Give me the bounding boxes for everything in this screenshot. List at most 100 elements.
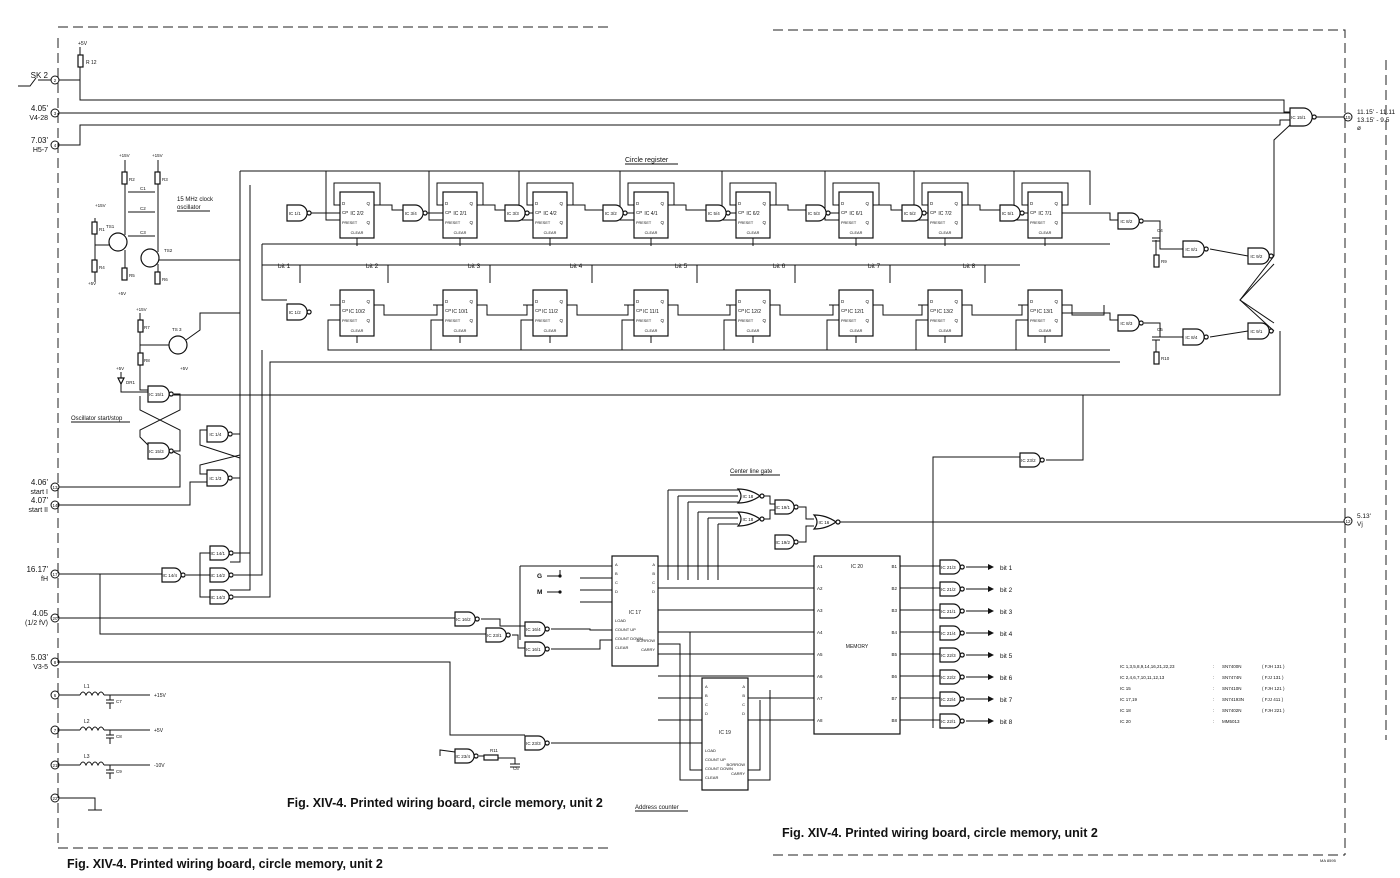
connector-pin-number: 7: [54, 728, 57, 733]
flipflop-pin-label: Q: [660, 299, 664, 304]
counter-pin-label: COUNT UP: [705, 757, 726, 762]
flipflop-pin-label: PRESET: [738, 221, 754, 225]
gate-ic18-a: IC 18: [736, 488, 765, 504]
gate-label: IC 3/4: [405, 211, 418, 216]
flipflop-pin-label: D: [930, 201, 934, 206]
wire: [547, 570, 561, 577]
bit-output-label: bit 8: [1000, 719, 1013, 726]
flipflop-pin-label: CLEAR: [454, 231, 467, 235]
flipflop-body: [927, 289, 963, 337]
ic-table-type: SN7402N: [1222, 708, 1242, 713]
junction-dot: [558, 590, 562, 594]
flipflop-pin-label: IC 10/1: [452, 309, 468, 315]
figure-caption-bottom-left: Fig. XIV-4. Printed wiring board, circle…: [67, 857, 383, 871]
gate-top: IC 5/4: [705, 204, 731, 222]
connector-pin-number: 14: [52, 503, 58, 508]
wire: [799, 506, 814, 520]
flipflop-pin-label: PRESET: [930, 319, 946, 323]
gate-label: IC 23/2: [1021, 458, 1036, 463]
gate-bubble: [1203, 334, 1209, 340]
flipflop-pin-label: D: [535, 201, 539, 206]
flipflop-body: [633, 191, 669, 239]
diode-label: DR1: [126, 380, 135, 385]
flipflop-pin-label: PRESET: [1030, 221, 1046, 225]
flipflop-body: [442, 289, 478, 337]
flipflop-pin-label: Q: [1054, 220, 1058, 225]
ic-table-code: ( FJH 121 ): [1262, 686, 1285, 691]
wire: [170, 331, 1281, 396]
memory-data-pin: B2: [891, 586, 897, 591]
gate-ic9-1: IC 9/1: [1247, 322, 1274, 340]
wire: [59, 119, 1290, 146]
flipflop-pin-label: CP: [636, 308, 642, 313]
rail-label: +5V: [78, 41, 88, 47]
connector-pin: [50, 140, 60, 150]
memory-addr-pin: A8: [817, 718, 823, 723]
wire: [873, 304, 923, 316]
section-label-osc-start-stop: Oscillator start/stop: [71, 416, 123, 422]
gate-bubble: [1203, 246, 1209, 252]
connector-sublabel: H5-7: [33, 147, 48, 154]
gate-top: IC 5/2: [901, 204, 927, 222]
flipflop-pin-label: Q: [366, 220, 370, 225]
inductor: [79, 691, 105, 697]
resistor-label: R11: [490, 748, 498, 753]
flipflop-body: [927, 191, 963, 239]
gate-label: IC 21/1: [941, 609, 956, 614]
gate-bubble: [228, 594, 234, 600]
gate-output: IC 21/2: [939, 581, 965, 597]
figure-caption-right: Fig. XIV-4. Printed wiring board, circle…: [782, 826, 1098, 840]
arrow: [988, 608, 994, 614]
gate-bubble: [1268, 328, 1274, 334]
flipflop-pin-label: CP: [445, 308, 451, 313]
gate-label: IC 8/2: [1120, 219, 1133, 224]
gate-bubble: [921, 210, 927, 216]
wire: [1239, 255, 1275, 324]
flipflop-pin-label: IC 7/2: [938, 211, 952, 217]
flipflop-pin-label: Q: [366, 299, 370, 304]
flipflop-pin-label: CP: [738, 210, 744, 215]
flipflop-pin-label: D: [636, 299, 640, 304]
memory-data-pin: B6: [891, 674, 897, 679]
flipflop-pin-label: Q: [559, 299, 563, 304]
flipflop-body: [532, 191, 568, 239]
gate-ic23-2: IC 23/2: [1019, 452, 1045, 468]
flipflop-pin-label: PRESET: [841, 319, 857, 323]
counter-ic17: [611, 555, 659, 667]
connector-pin-number: 4: [54, 143, 57, 148]
junction-dot: [558, 574, 562, 578]
corner-code: MA 8595: [1320, 858, 1337, 863]
flipflop-pin-label: IC 4/1: [644, 211, 658, 217]
flipflop-pin-label: Q: [1054, 201, 1058, 206]
counter-pin-label: C: [615, 580, 618, 585]
resistor-label: R2: [129, 177, 135, 182]
arrow: [988, 586, 994, 592]
wire: [240, 170, 1091, 205]
flipflop-pin-label: IC 11/2: [542, 309, 558, 315]
gate-label: IC 16/4: [526, 627, 541, 632]
flipflop-pin-label: CP: [738, 308, 744, 313]
arrow: [988, 674, 994, 680]
ic-table-type: SN7474N: [1222, 675, 1242, 680]
wire: [770, 304, 834, 316]
gate-bubble: [959, 630, 965, 636]
resistor-label: R4: [99, 265, 105, 270]
wire: [770, 204, 806, 211]
gate-bubble: [959, 608, 965, 614]
gate-label: IC 5/1: [1002, 211, 1015, 216]
connector-sublabel: V3-5: [33, 664, 48, 671]
flipflop-pin-label: PRESET: [535, 319, 551, 323]
flipflop-pin-label: PRESET: [636, 221, 652, 225]
wire: [762, 495, 775, 505]
flipflop-body: [633, 289, 669, 337]
flipflop-pin-label: Q: [469, 299, 473, 304]
counter-pin-label: B: [652, 571, 655, 576]
connector-pin: [50, 569, 60, 579]
wire: [1239, 263, 1275, 332]
gate-ic15-1: IC 15/1: [1289, 107, 1317, 127]
connector-sublabel: V4-28: [29, 115, 48, 122]
